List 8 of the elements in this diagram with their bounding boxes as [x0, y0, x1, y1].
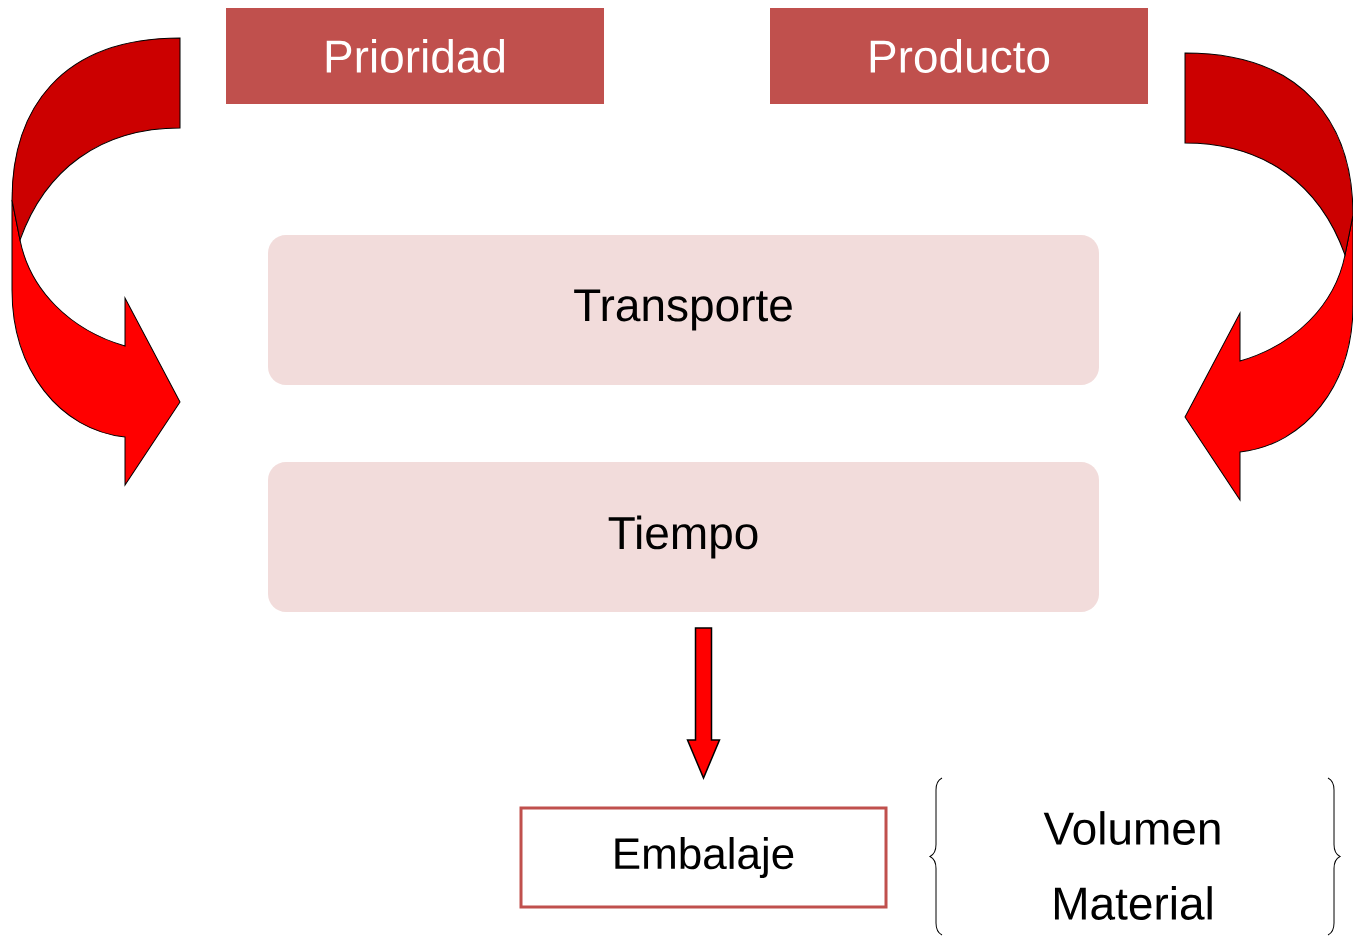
title-tab: Prioridad	[226, 8, 604, 104]
list-item: Volumen	[1043, 811, 1220, 845]
list-item: Material	[1055, 886, 1212, 920]
process-band: Tiempo	[268, 462, 1099, 612]
title-tab: Producto	[770, 8, 1148, 104]
process-band: Transporte	[268, 235, 1099, 385]
block-arrow	[686, 627, 721, 780]
outlined-box: Embalaje	[519, 806, 888, 909]
